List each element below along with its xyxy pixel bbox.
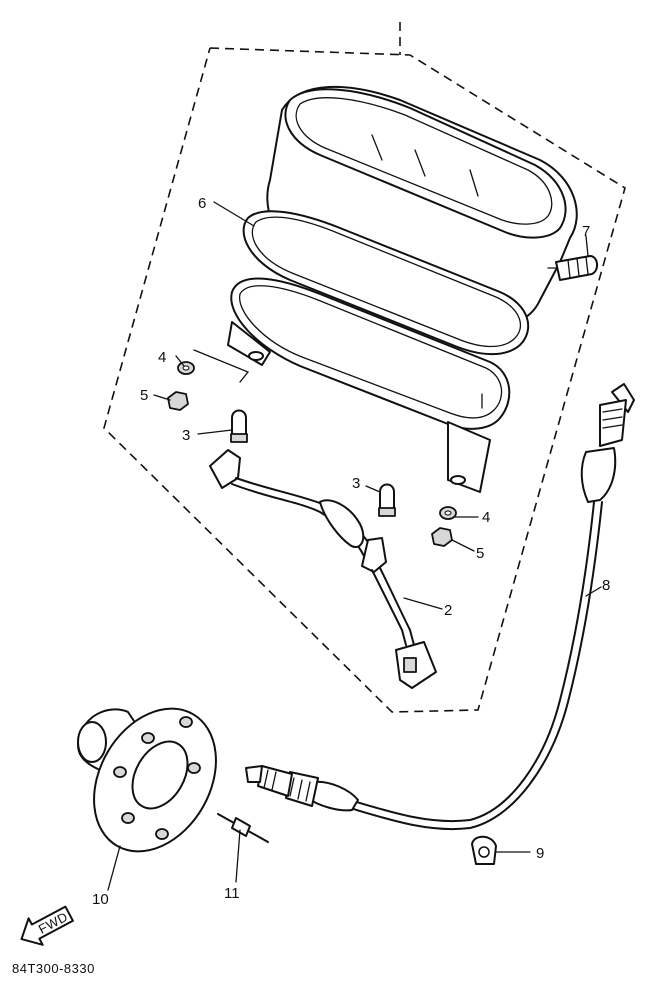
- callout-5-lower: 5: [476, 545, 484, 562]
- callout-8: 8: [602, 577, 610, 594]
- callout-10: 10: [92, 891, 109, 908]
- wire-harness: [209, 449, 437, 689]
- leader-lines: [107, 201, 602, 891]
- callout-11: 11: [224, 885, 240, 902]
- callout-4-lower: 4: [482, 509, 490, 526]
- nut-lower: [431, 527, 453, 547]
- callout-7: 7: [582, 223, 590, 240]
- bulb-upper: [230, 409, 248, 443]
- assembly-boundary: [103, 22, 626, 713]
- callout-5-upper: 5: [140, 387, 148, 404]
- callout-9: 9: [536, 845, 544, 862]
- drive-shaft: [217, 813, 269, 843]
- callout-2: 2: [444, 602, 452, 619]
- washer-upper: [177, 361, 195, 375]
- meter-bracket: [193, 277, 511, 493]
- speedometer-cable: [245, 383, 635, 831]
- callout-3-upper: 3: [182, 427, 190, 444]
- bulb-lower: [378, 483, 396, 517]
- callout-3-lower: 3: [352, 475, 360, 492]
- callout-4-upper: 4: [158, 349, 166, 366]
- washer-lower: [439, 506, 457, 520]
- gear-unit: [77, 707, 217, 853]
- fwd-arrow-icon: FWD: [20, 905, 74, 946]
- gasket: [242, 210, 530, 356]
- nut-upper: [167, 391, 189, 411]
- callout-6: 6: [198, 195, 206, 212]
- diagram-code: 84T300-8330: [12, 961, 95, 976]
- cable-clamp: [471, 835, 497, 865]
